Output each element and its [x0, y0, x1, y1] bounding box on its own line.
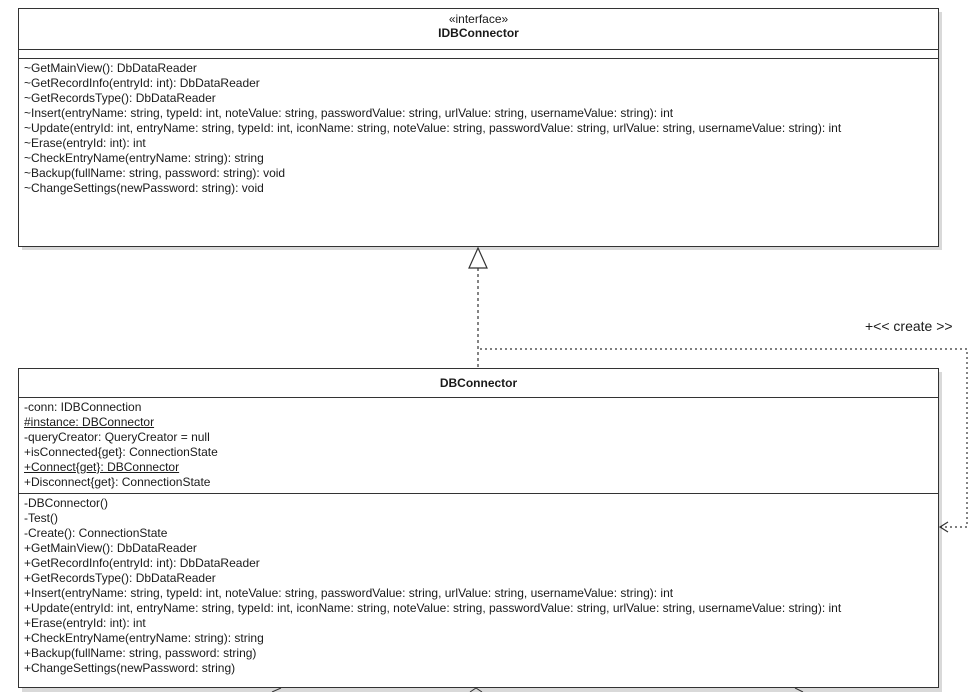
operation-row: +CheckEntryName(entryName: string): stri…: [24, 631, 264, 645]
impl-attributes-list: -conn: IDBConnection #instance: DBConnec…: [19, 398, 938, 493]
attribute-row: -queryCreator: QueryCreator = null: [24, 430, 210, 444]
operation-row: ~ChangeSettings(newPassword: string): vo…: [24, 181, 264, 195]
attribute-row: +Disconnect{get}: ConnectionState: [24, 475, 211, 489]
operation-row: +GetMainView(): DbDataReader: [24, 541, 197, 555]
operation-row: ~Erase(entryId: int): int: [24, 136, 146, 150]
operation-row: ~Update(entryId: int, entryName: string,…: [24, 121, 842, 135]
operation-row: +ChangeSettings(newPassword: string): [24, 661, 236, 675]
operation-row: +GetRecordInfo(entryId: int): DbDataRead…: [24, 556, 260, 570]
operation-row: +GetRecordsType(): DbDataReader: [24, 571, 216, 585]
create-dependency-line: [480, 348, 968, 528]
operation-row: ~Insert(entryName: string, typeId: int, …: [24, 106, 674, 120]
operation-row: +Backup(fullName: string, password: stri…: [24, 646, 257, 660]
operations-separator: [19, 58, 938, 59]
interface-operations-list: ~GetMainView(): DbDataReader ~GetRecordI…: [19, 59, 938, 196]
impl-operations-list: -DBConnector() -Test() -Create(): Connec…: [19, 494, 938, 676]
attributes-separator: [19, 397, 938, 398]
operation-row: ~Backup(fullName: string, password: stri…: [24, 166, 286, 180]
attribute-row: +isConnected{get}: ConnectionState: [24, 445, 218, 459]
operation-row: ~GetRecordsType(): DbDataReader: [24, 91, 216, 105]
operation-row: -Test(): [24, 511, 58, 525]
attributes-separator: [19, 49, 938, 50]
attribute-row: -conn: IDBConnection: [24, 400, 142, 414]
impl-class-box[interactable]: DBConnector -conn: IDBConnection #instan…: [18, 368, 939, 688]
attribute-row: #instance: DBConnector: [24, 415, 155, 429]
operation-row: +Insert(entryName: string, typeId: int, …: [24, 586, 674, 600]
create-dependency-arrowhead: [938, 521, 949, 533]
operation-row: ~CheckEntryName(entryName: string): stri…: [24, 151, 264, 165]
impl-class-name: DBConnector: [439, 376, 518, 390]
interface-class-box[interactable]: «interface» IDBConnector ~GetMainView():…: [18, 8, 939, 247]
operation-row: -DBConnector(): [24, 496, 109, 510]
interface-class-name: IDBConnector: [438, 26, 519, 40]
bottom-connector-stub: [271, 687, 282, 692]
operation-row: +Erase(entryId: int): int: [24, 616, 146, 630]
operation-row: -Create(): ConnectionState: [24, 526, 168, 540]
operation-row: ~GetMainView(): DbDataReader: [24, 61, 197, 75]
attribute-row: +Connect{get}: DBConnector: [24, 460, 180, 474]
operation-row: +Update(entryId: int, entryName: string,…: [24, 601, 842, 615]
bottom-connector-stub: [794, 687, 804, 692]
operations-separator: [19, 493, 938, 494]
operation-row: ~GetRecordInfo(entryId: int): DbDataRead…: [24, 76, 260, 90]
realization-arrowhead: [468, 246, 488, 269]
create-dependency-label: +<< create >>: [865, 318, 953, 334]
bottom-arrowhead-stub: [469, 687, 483, 692]
interface-stereotype: «interface»: [448, 12, 509, 26]
